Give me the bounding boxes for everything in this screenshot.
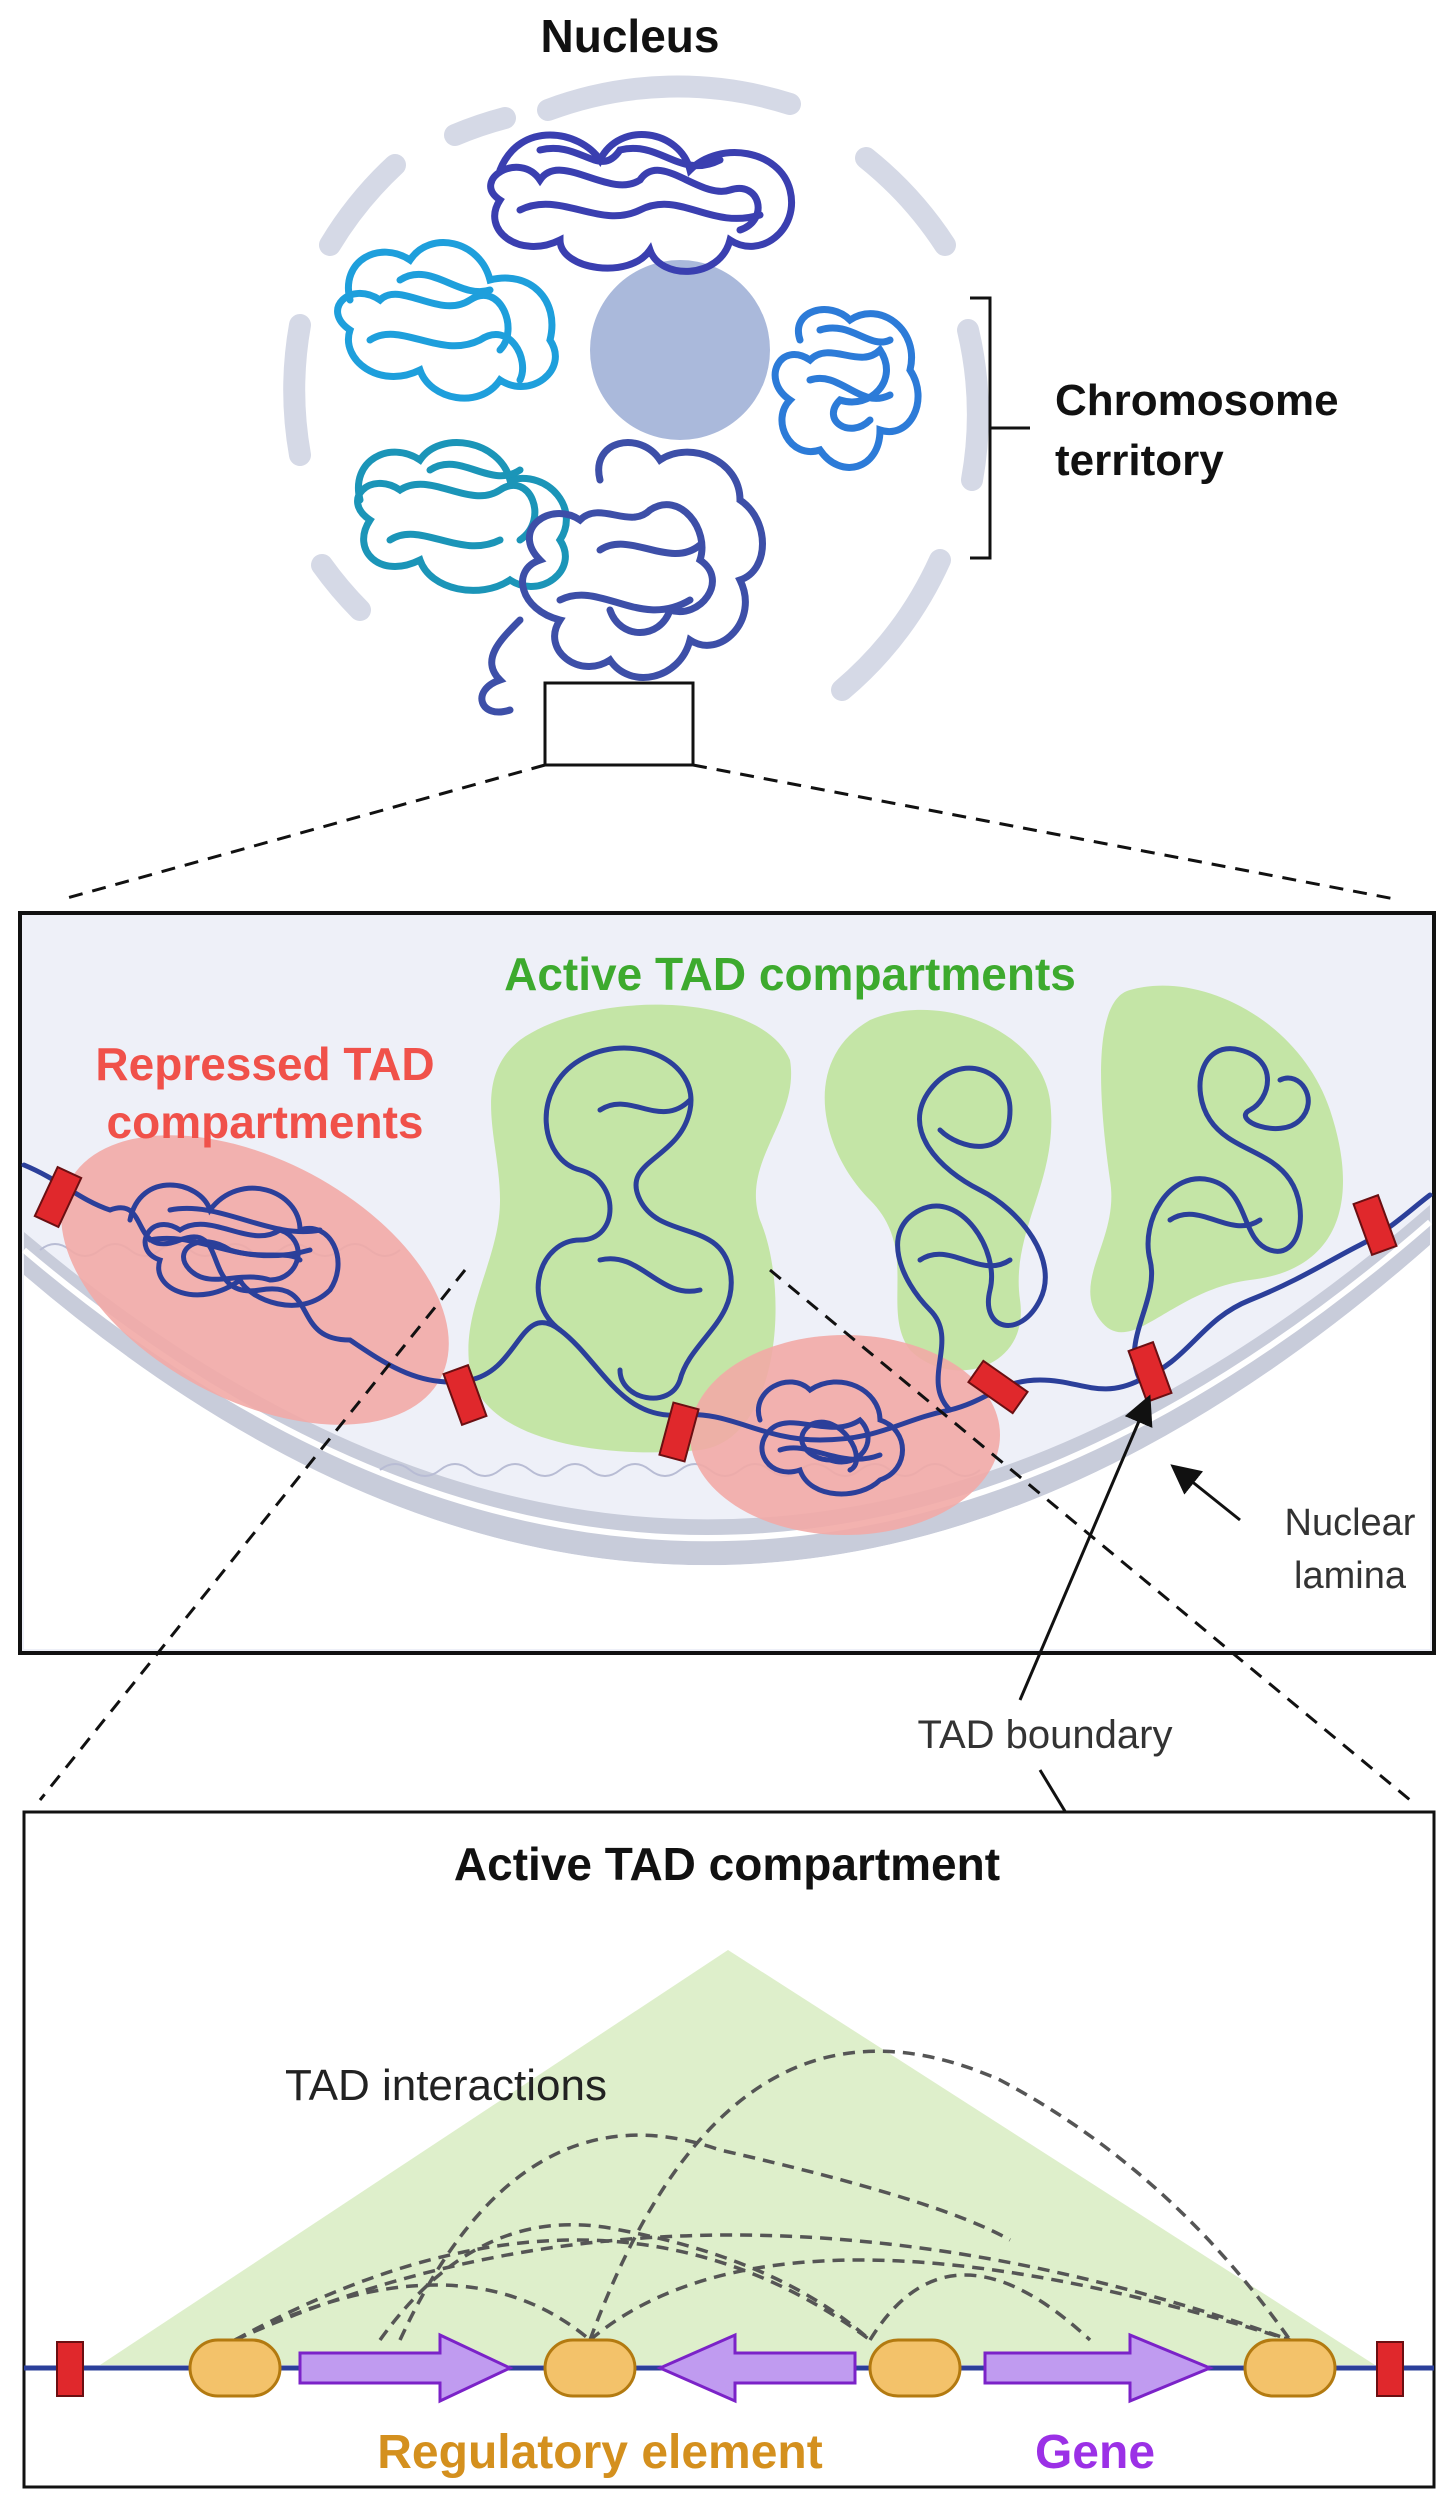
interaction-arcs	[234, 2049, 1292, 2342]
chromosome-territory-bottom	[478, 439, 766, 716]
regulatory-element-2	[543, 2338, 637, 2398]
detail-panel: Active TAD compartment TAD interactions	[22, 1810, 1436, 2489]
tad-boundary-right	[1376, 2341, 1404, 2397]
chromosome-territory-right	[771, 306, 922, 471]
tad-boundary-callout: TAD boundary	[870, 1394, 1386, 2341]
lamina-band	[24, 1205, 1430, 1566]
gene-arrow-1	[298, 2332, 514, 2404]
territory-bracket	[970, 296, 1030, 560]
active-compartments-label: Active TAD compartments	[504, 948, 1076, 1000]
regulatory-elements	[188, 2338, 1337, 2398]
lamina-label-line2: lamina	[1294, 1555, 1407, 1597]
nucleus-diagram: Nucleus	[283, 10, 1339, 767]
active-compartment-3	[1090, 985, 1344, 1333]
active-compartment-2	[824, 1009, 1052, 1371]
lamina-arrow	[1170, 1464, 1241, 1522]
nucleolus	[590, 260, 770, 440]
active-compartment-1	[468, 1004, 792, 1453]
chromatin-fiber	[21, 1045, 1433, 1497]
chromosome-territory-left	[334, 239, 559, 402]
regulatory-element-label: Regulatory element	[377, 2426, 822, 2479]
tad-boundary-left	[56, 2341, 84, 2397]
repressed-label-line2: compartments	[107, 1096, 424, 1148]
gene-arrow-3	[983, 2332, 1214, 2404]
lamina-below	[24, 1245, 1430, 1649]
regulatory-element-1	[188, 2338, 282, 2398]
regulatory-element-4	[1243, 2338, 1337, 2398]
nuclear-envelope	[283, 75, 989, 701]
zoom-lines-upper	[59, 763, 1401, 902]
gene-arrows	[298, 2332, 1214, 2404]
territory-label-line2: territory	[1055, 436, 1224, 485]
gene-arrow-2	[656, 2332, 857, 2404]
nucleus-title: Nucleus	[541, 10, 720, 62]
zoom-panel: Active TAD compartments Repressed TAD co…	[18, 911, 1436, 1655]
tad-boundaries-middle	[33, 1165, 1398, 1463]
repressed-compartment-left	[61, 1135, 449, 1425]
detail-panel-title: Active TAD compartment	[454, 1838, 1000, 1890]
tad-boundaries-bottom	[56, 2341, 1404, 2397]
tad-boundary-label: TAD boundary	[918, 1713, 1173, 1757]
repressed-label-line1: Repressed TAD	[95, 1038, 434, 1090]
chromosome-territory-lower-left	[354, 439, 570, 594]
boundary-arrow-up	[1018, 1394, 1153, 1701]
chromosome-territory-top	[487, 131, 795, 275]
territory-label-line1: Chromosome	[1055, 376, 1339, 425]
tad-interactions-label: TAD interactions	[285, 2061, 607, 2110]
gene-label: Gene	[1035, 2426, 1155, 2479]
zoom-box	[543, 681, 695, 767]
regulatory-element-3	[868, 2338, 962, 2398]
lamina-label-line1: Nuclear	[1285, 1502, 1416, 1544]
